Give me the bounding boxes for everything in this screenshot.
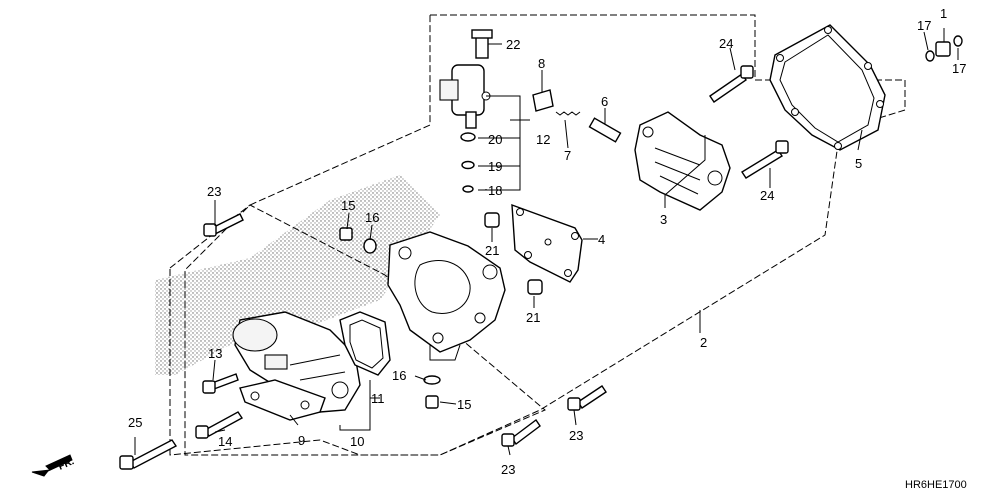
callout-23-upper-left: 23: [207, 184, 221, 199]
direction-label: FR.: [57, 456, 76, 473]
bolt-13: [211, 373, 239, 390]
separator-plate-part: [511, 203, 583, 283]
o-ring-18: [462, 185, 474, 193]
plug-1: [935, 41, 951, 57]
callout-25: 25: [128, 415, 142, 430]
callout-5: 5: [855, 156, 862, 171]
callout-20: 20: [488, 132, 502, 147]
o-ring-19: [461, 160, 475, 170]
callout-24-upper: 24: [719, 36, 733, 51]
callout-17-right: 17: [952, 61, 966, 76]
bolt-14: [203, 411, 244, 437]
bolt-23c: [577, 385, 607, 409]
bracket-part: [239, 379, 326, 421]
callout-11: 11: [371, 391, 385, 406]
callout-14: 14: [218, 434, 232, 449]
bolt-24b: [741, 149, 783, 179]
callout-18: 18: [488, 183, 502, 198]
front-direction-arrow: FR.: [31, 454, 76, 477]
washer-16b: [423, 375, 441, 385]
washer-17a: [925, 50, 935, 62]
callout-4: 4: [598, 232, 605, 247]
callout-15-lower: 15: [457, 397, 471, 412]
callout-13: 13: [208, 346, 222, 361]
callout-17-left: 17: [917, 18, 931, 33]
callout-2: 2: [700, 335, 707, 350]
o-ring-20: [460, 132, 476, 142]
callout-3: 3: [660, 212, 667, 227]
stippled-background: [155, 175, 440, 375]
valve-body-part: [387, 231, 506, 361]
callout-labels: 1 2 3 4 5 6 7 8 9 10 11 12 13 14 15 15 1…: [128, 6, 966, 477]
callout-23-lower-right: 23: [569, 428, 583, 443]
dowel-21b: [527, 279, 543, 295]
diagram-code: HR6HE1700: [905, 479, 967, 491]
cover-gasket-part: [769, 24, 886, 151]
callout-10: 10: [350, 434, 364, 449]
bolt-23b: [511, 418, 541, 446]
bolts: [119, 65, 789, 470]
callout-7: 7: [564, 148, 571, 163]
callout-19: 19: [488, 159, 502, 174]
washer-16a: [363, 238, 377, 254]
callout-21-lower: 21: [526, 310, 540, 325]
bolt-15b: [425, 395, 439, 409]
dowel-21a: [484, 212, 500, 228]
upper-valve-body-part: [634, 111, 731, 211]
leader-lines: [134, 28, 959, 456]
callout-1: 1: [940, 6, 947, 21]
callout-16-upper: 16: [365, 210, 379, 225]
callout-22: 22: [506, 37, 520, 52]
clip-8: [532, 89, 554, 112]
washer-17b: [953, 35, 963, 47]
solenoid-valve-part: [232, 311, 361, 413]
sub-assembly-outline: [169, 204, 546, 456]
callout-15-upper: 15: [341, 198, 355, 213]
callout-23-bottom: 23: [501, 462, 515, 477]
callout-24-lower: 24: [760, 188, 774, 203]
callout-8: 8: [538, 56, 545, 71]
callout-21-upper: 21: [485, 243, 499, 258]
bolt-24a: [709, 73, 747, 103]
callout-6: 6: [601, 94, 608, 109]
shift-solenoid-part: [439, 29, 493, 129]
bolt-25: [128, 439, 178, 469]
solenoid-gasket-part: [339, 311, 391, 376]
small-components: [339, 35, 963, 409]
callout-16-lower: 16: [392, 368, 406, 383]
spring-7: [555, 111, 581, 116]
bolt-15a: [339, 227, 353, 241]
callout-9: 9: [298, 433, 305, 448]
valve-6: [588, 117, 622, 143]
callout-12: 12: [536, 132, 550, 147]
